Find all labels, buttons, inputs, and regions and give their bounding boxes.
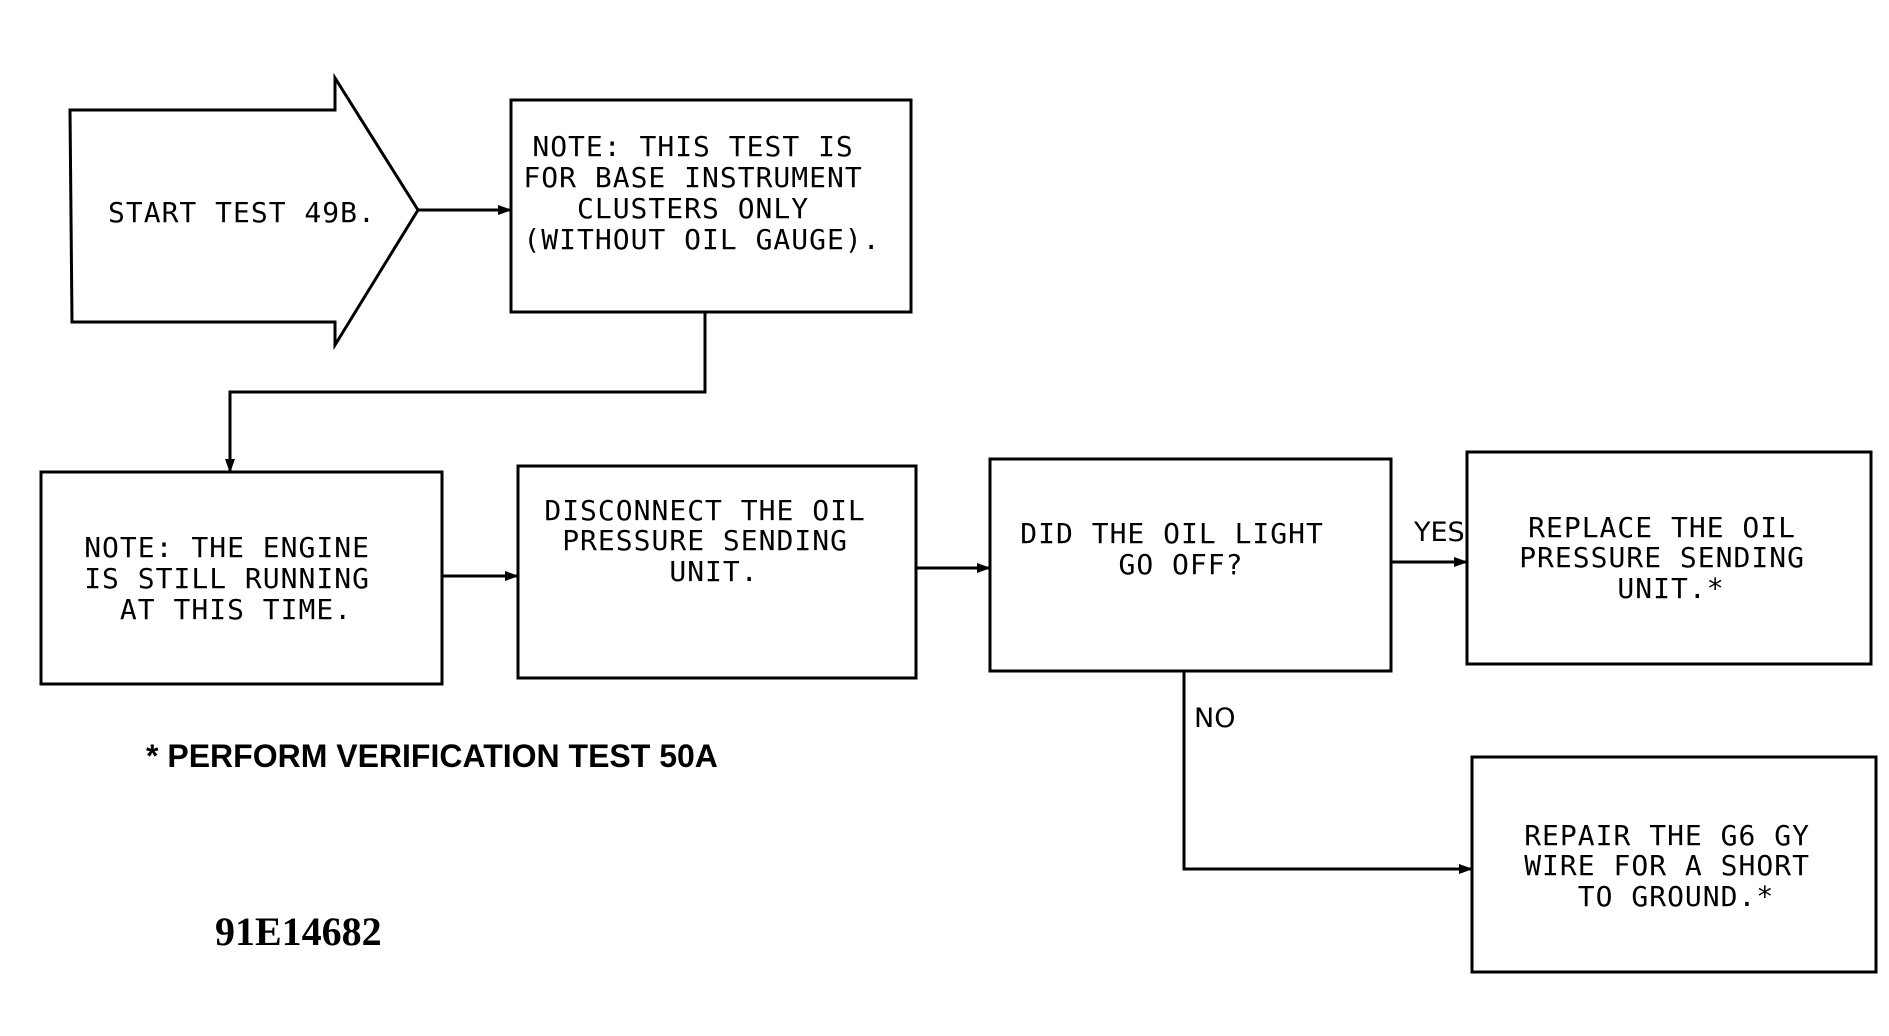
repair-text: REPAIR THE G6 GY WIRE FOR A SHORT TO GRO… bbox=[1524, 819, 1828, 913]
disconnect-text: DISCONNECT THE OIL PRESSURE SENDING UNIT… bbox=[544, 494, 883, 588]
replace-text: REPLACE THE OIL PRESSURE SENDING UNIT.* bbox=[1519, 511, 1823, 605]
note-engine-box: NOTE: THE ENGINE IS STILL RUNNING AT THI… bbox=[39, 470, 444, 686]
footnote: * PERFORM VERIFICATION TEST 50A bbox=[146, 738, 718, 774]
figure-id: 91E14682 bbox=[215, 909, 382, 954]
note-top-box: NOTE: THIS TEST IS FOR BASE INSTRUMENT C… bbox=[509, 98, 913, 314]
connector-no bbox=[1182, 671, 1473, 874]
disconnect-box: DISCONNECT THE OIL PRESSURE SENDING UNIT… bbox=[516, 464, 918, 680]
note-engine-text: NOTE: THE ENGINE IS STILL RUNNING AT THI… bbox=[84, 531, 388, 626]
question-box: DID THE OIL LIGHT GO OFF? bbox=[988, 457, 1393, 673]
yes-label: YES bbox=[1413, 517, 1465, 548]
question-text: DID THE OIL LIGHT GO OFF? bbox=[1020, 517, 1341, 581]
start-arrow: START TEST 49B. bbox=[68, 72, 420, 351]
repair-box: REPAIR THE G6 GY WIRE FOR A SHORT TO GRO… bbox=[1470, 755, 1878, 974]
start-text: START TEST 49B. bbox=[108, 196, 376, 229]
no-label: NO bbox=[1194, 703, 1235, 734]
note-top-text: NOTE: THIS TEST IS FOR BASE INSTRUMENT C… bbox=[523, 130, 880, 256]
replace-box: REPLACE THE OIL PRESSURE SENDING UNIT.* bbox=[1465, 450, 1873, 666]
connector-note-to-engine bbox=[225, 312, 707, 473]
